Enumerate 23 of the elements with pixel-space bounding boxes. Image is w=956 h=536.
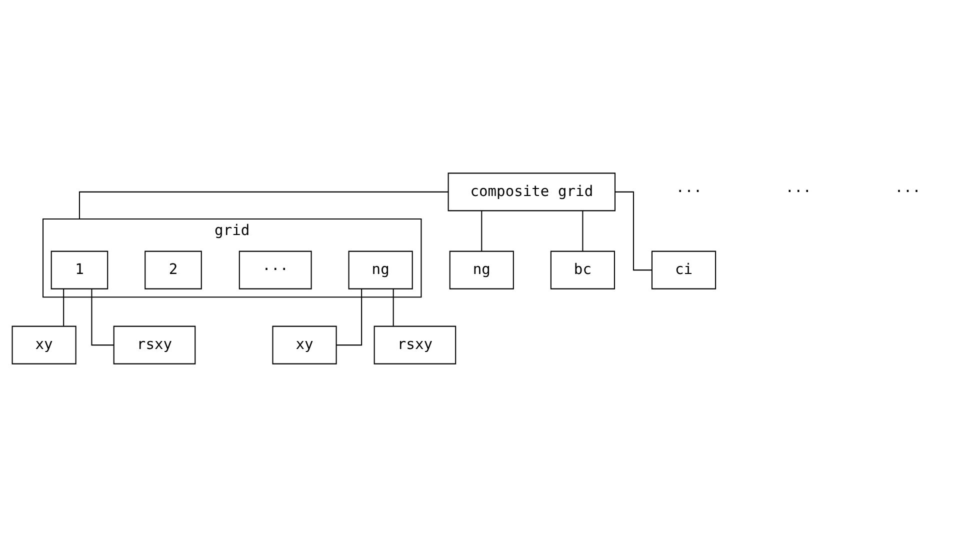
node-box: bc: [550, 250, 615, 289]
node-box: rsxy: [374, 325, 456, 364]
connector: [582, 210, 584, 251]
connector: [481, 210, 482, 251]
node-box: 2: [144, 250, 202, 289]
label: ···: [894, 182, 921, 200]
connector: [78, 190, 448, 218]
node-box: 1: [50, 250, 108, 289]
node-box: ···: [238, 250, 312, 289]
node-box: ng: [449, 250, 514, 289]
node-box: ci: [651, 250, 716, 289]
node-box: ng: [348, 250, 413, 289]
node-box: xy: [12, 325, 76, 364]
connector: [336, 288, 362, 346]
connector: [615, 190, 652, 270]
connector: [63, 288, 64, 326]
node-box: xy: [272, 325, 337, 364]
label: ···: [785, 182, 812, 200]
connector: [91, 288, 114, 346]
node-box: composite grid: [448, 172, 616, 211]
node-box: rsxy: [113, 325, 196, 364]
label: ···: [676, 182, 702, 200]
connector: [392, 288, 394, 326]
